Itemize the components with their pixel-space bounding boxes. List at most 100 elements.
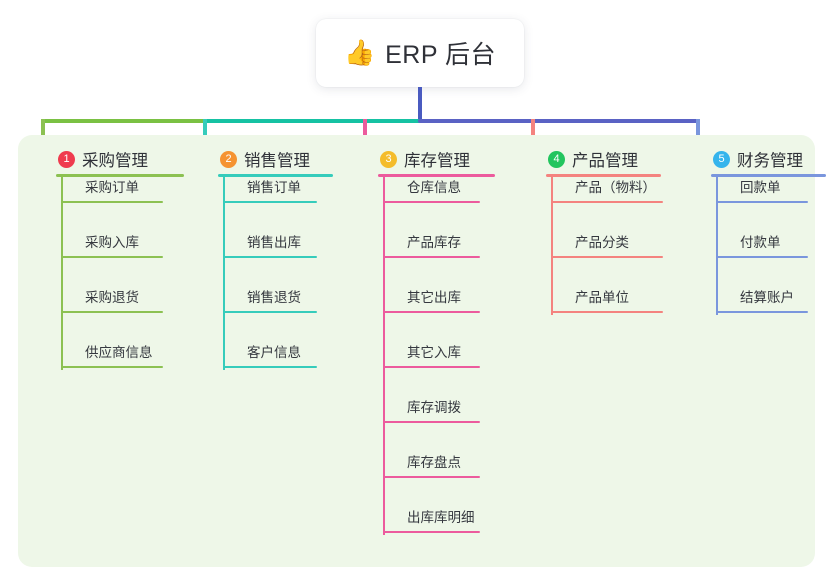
leaf-item[interactable]: 库存盘点	[383, 432, 498, 478]
column-stem-4	[551, 174, 553, 315]
column-underline-5	[711, 174, 826, 177]
leaf-label: 其它出库	[407, 290, 461, 305]
leaf-item[interactable]: 销售出库	[223, 212, 335, 258]
column-stem-3	[383, 174, 385, 535]
leaf-label: 供应商信息	[85, 345, 153, 360]
leaf-label: 结算账户	[740, 290, 794, 305]
bar-segment-green	[41, 119, 207, 123]
leaf-underline	[716, 256, 808, 258]
leaf-underline	[551, 311, 663, 313]
thumbs-up-icon: 👍	[343, 38, 376, 67]
leaf-underline	[551, 201, 663, 203]
leaf-item[interactable]: 其它入库	[383, 322, 498, 368]
leaf-label: 产品分类	[575, 235, 629, 250]
leaf-underline	[383, 366, 480, 368]
leaf-item[interactable]: 出库库明细	[383, 487, 498, 533]
leaf-underline	[223, 366, 317, 368]
leaf-item[interactable]: 付款单	[716, 212, 826, 258]
root-stem-line	[418, 87, 422, 123]
column-underline-2	[218, 174, 333, 177]
leaf-item[interactable]: 产品（物料）	[551, 157, 681, 203]
column-header-3[interactable]: 3 库存管理	[360, 144, 470, 174]
column-title-5: 财务管理	[737, 152, 803, 170]
leaf-label: 出库库明细	[407, 510, 475, 525]
column-3: 3 库存管理仓库信息产品库存其它出库其它入库库存调拨库存盘点出库库明细	[360, 135, 495, 567]
leaf-label: 回款单	[740, 180, 781, 195]
root-node[interactable]: 👍 ERP 后台	[316, 19, 524, 87]
column-badge-3: 3	[380, 150, 397, 168]
leaf-item[interactable]: 采购退货	[61, 267, 181, 313]
leaf-item[interactable]: 供应商信息	[61, 322, 181, 368]
leaf-underline	[61, 201, 163, 203]
leaf-underline	[61, 256, 163, 258]
leaf-underline	[383, 476, 480, 478]
column-title-3: 库存管理	[404, 152, 470, 170]
leaf-underline	[383, 531, 480, 533]
leaf-item[interactable]: 库存调拨	[383, 377, 498, 423]
column-badge-2: 2	[220, 150, 237, 168]
leaf-label: 采购退货	[85, 290, 139, 305]
leaf-label: 客户信息	[247, 345, 301, 360]
diagram-panel: 1 采购管理采购订单采购入库采购退货供应商信息 2 销售管理销售订单销售出库销售退货客…	[18, 135, 826, 567]
column-4: 4 产品管理产品（物料） 产品分类产品单位	[528, 135, 663, 567]
leaf-label: 产品库存	[407, 235, 461, 250]
leaf-underline	[383, 311, 480, 313]
column-badge-5: 5	[713, 150, 730, 168]
leaf-item[interactable]: 回款单	[716, 157, 826, 203]
column-stem-1	[61, 174, 63, 370]
column-header-1[interactable]: 1 采购管理	[38, 144, 148, 174]
leaf-label: 库存盘点	[407, 455, 461, 470]
leaf-underline	[223, 201, 317, 203]
column-badge-4: 4	[548, 150, 565, 168]
leaf-underline	[223, 311, 317, 313]
leaf-label: 销售出库	[247, 235, 301, 250]
leaf-underline	[383, 421, 480, 423]
leaf-item[interactable]: 客户信息	[223, 322, 335, 368]
root-title: ERP 后台	[385, 41, 497, 69]
leaf-underline	[61, 366, 163, 368]
column-title-2: 销售管理	[244, 152, 310, 170]
leaf-label: 库存调拨	[407, 400, 461, 415]
column-1: 1 采购管理采购订单采购入库采购退货供应商信息	[38, 135, 184, 567]
bar-segment-blue	[418, 119, 700, 123]
leaf-underline	[716, 201, 808, 203]
column-stem-2	[223, 174, 225, 370]
leaf-item[interactable]: 采购入库	[61, 212, 181, 258]
leaf-item[interactable]: 产品分类	[551, 212, 681, 258]
column-badge-1: 1	[58, 150, 75, 168]
leaf-underline	[383, 256, 480, 258]
leaf-label: 产品单位	[575, 290, 629, 305]
leaf-item[interactable]: 结算账户	[716, 267, 826, 313]
leaf-underline	[61, 311, 163, 313]
leaf-label: 仓库信息	[407, 180, 461, 195]
leaf-item[interactable]: 其它出库	[383, 267, 498, 313]
leaf-label: 采购订单	[85, 180, 139, 195]
leaf-label: 产品（物料）	[575, 180, 656, 195]
leaf-item[interactable]: 采购订单	[61, 157, 181, 203]
bar-segment-teal	[203, 119, 422, 123]
leaf-underline	[716, 311, 808, 313]
column-header-4[interactable]: 4 产品管理	[528, 144, 638, 174]
leaf-underline	[223, 256, 317, 258]
leaf-underline	[551, 256, 663, 258]
leaf-label: 其它入库	[407, 345, 461, 360]
leaf-label: 销售退货	[247, 290, 301, 305]
column-title-1: 采购管理	[82, 152, 148, 170]
column-header-5[interactable]: 5 财务管理	[693, 144, 803, 174]
column-underline-3	[378, 174, 495, 177]
leaf-item[interactable]: 产品库存	[383, 212, 498, 258]
column-underline-4	[546, 174, 661, 177]
column-underline-1	[56, 174, 184, 177]
leaf-item[interactable]: 销售订单	[223, 157, 335, 203]
leaf-item[interactable]: 产品单位	[551, 267, 681, 313]
column-stem-5	[716, 174, 718, 315]
leaf-label: 付款单	[740, 235, 781, 250]
column-title-4: 产品管理	[572, 152, 638, 170]
leaf-item[interactable]: 仓库信息	[383, 157, 498, 203]
column-2: 2 销售管理销售订单销售出库销售退货客户信息	[200, 135, 333, 567]
leaf-label: 销售订单	[247, 180, 301, 195]
leaf-item[interactable]: 销售退货	[223, 267, 335, 313]
column-header-2[interactable]: 2 销售管理	[200, 144, 310, 174]
leaf-underline	[383, 201, 480, 203]
